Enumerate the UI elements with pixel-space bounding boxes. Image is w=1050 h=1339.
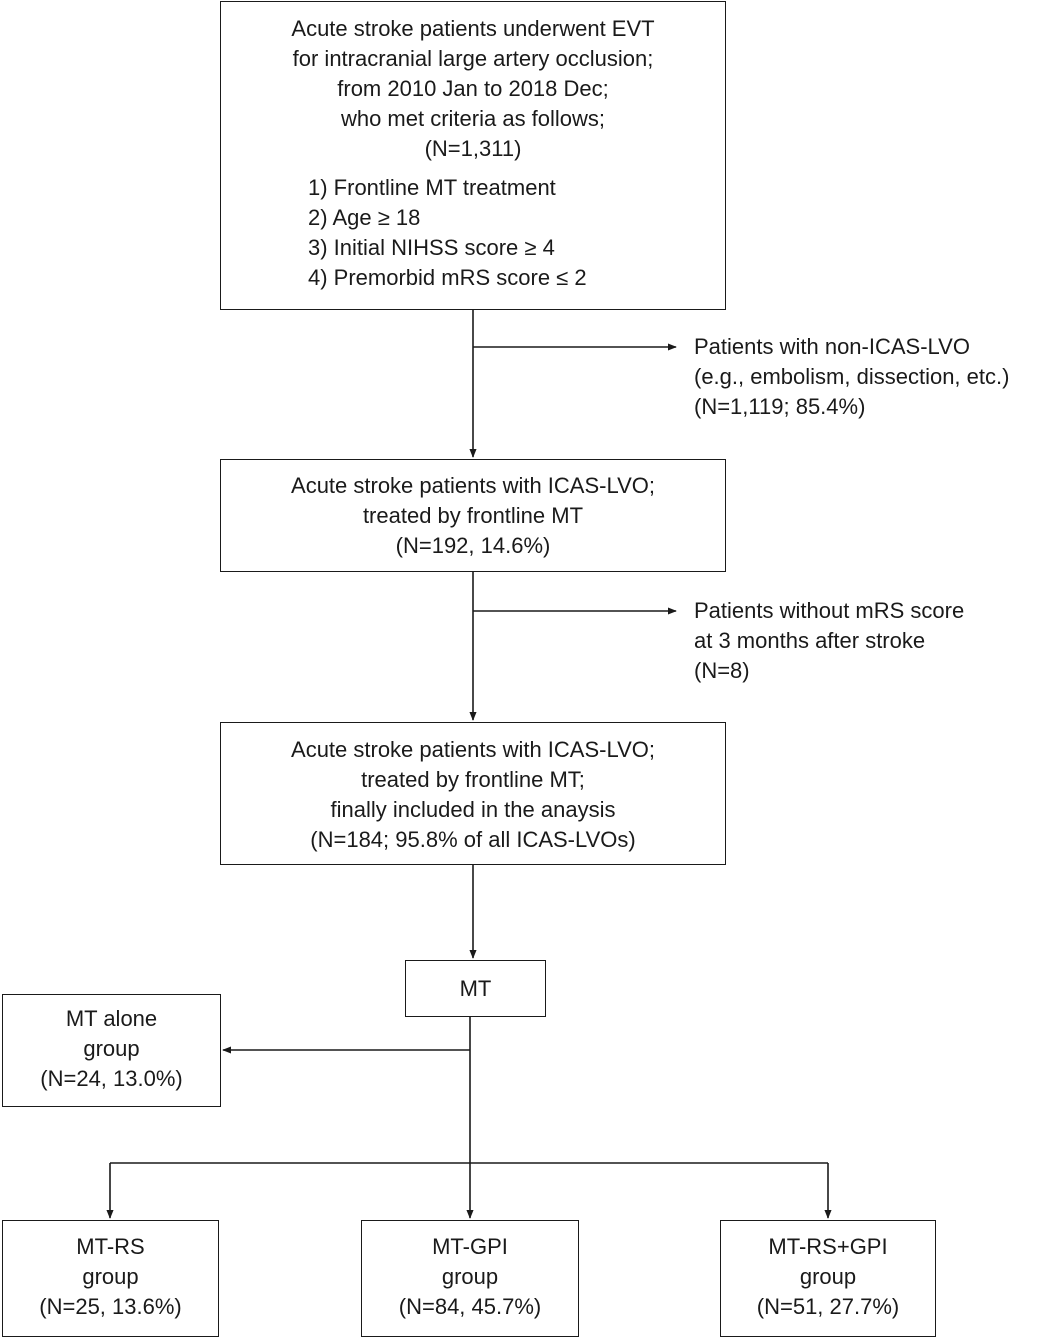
final-cohort-line: finally included in the anaysis	[330, 797, 616, 822]
mt-node-label: MT	[459, 976, 492, 1001]
initial-cohort-line: from 2010 Jan to 2018 Dec;	[337, 76, 609, 101]
inclusion-criterion: 4) Premorbid mRS score ≤ 2	[308, 265, 587, 290]
exclusion-note-no-mrs: Patients without mRS score at 3 months a…	[694, 596, 1044, 686]
group-name: MT-GPI	[432, 1234, 508, 1259]
group-count: (N=24, 13.0%)	[40, 1066, 183, 1091]
group-label: group	[441, 1264, 499, 1289]
final-cohort-line: treated by frontline MT;	[361, 767, 585, 792]
inclusion-criterion: 3) Initial NIHSS score ≥ 4	[308, 235, 555, 260]
group-count: (N=51, 27.7%)	[756, 1294, 900, 1319]
icas-cohort-line: Acute stroke patients with ICAS-LVO;	[291, 473, 655, 498]
group-count: (N=25, 13.6%)	[39, 1294, 182, 1319]
inclusion-criteria-list: 1) Frontline MT treatment 2) Age ≥ 18 3)…	[221, 173, 725, 293]
mt-gpi-group-box: MT-GPI group (N=84, 45.7%)	[361, 1220, 579, 1337]
inclusion-criterion: 2) Age ≥ 18	[308, 205, 421, 230]
exclusion-note-count: (N=8)	[694, 658, 750, 683]
icas-cohort-box: Acute stroke patients with ICAS-LVO; tre…	[220, 459, 726, 572]
final-cohort-count: (N=184; 95.8% of all ICAS-LVOs)	[310, 827, 636, 852]
icas-cohort-line: treated by frontline MT	[362, 503, 584, 528]
exclusion-note-line: (e.g., embolism, dissection, etc.)	[694, 364, 1010, 389]
exclusion-note-count: (N=1,119; 85.4%)	[694, 394, 866, 419]
icas-cohort-count: (N=192, 14.6%)	[395, 533, 551, 558]
group-name: MT-RS+GPI	[768, 1234, 888, 1259]
mt-alone-group-box: MT alone group (N=24, 13.0%)	[2, 994, 221, 1107]
group-name: MT-RS	[76, 1234, 145, 1259]
final-cohort-box: Acute stroke patients with ICAS-LVO; tre…	[220, 722, 726, 865]
mt-rs-gpi-group-box: MT-RS+GPI group (N=51, 27.7%)	[720, 1220, 936, 1337]
exclusion-note-line: Patients with non-ICAS-LVO	[694, 334, 970, 359]
exclusion-note-line: Patients without mRS score	[694, 598, 965, 623]
exclusion-note-line: at 3 months after stroke	[694, 628, 926, 653]
initial-cohort-line: for intracranial large artery occlusion;	[292, 46, 654, 71]
mt-node-box: MT	[405, 960, 546, 1017]
group-name: MT alone	[65, 1006, 158, 1031]
exclusion-note-non-icas: Patients with non-ICAS-LVO (e.g., emboli…	[694, 332, 1044, 422]
group-label: group	[799, 1264, 857, 1289]
initial-cohort-line: who met criteria as follows;	[340, 106, 606, 131]
group-label: group	[83, 1036, 140, 1061]
initial-cohort-box: Acute stroke patients underwent EVT for …	[220, 1, 726, 310]
initial-cohort-count: (N=1,311)	[424, 136, 522, 161]
final-cohort-line: Acute stroke patients with ICAS-LVO;	[291, 737, 655, 762]
group-label: group	[82, 1264, 139, 1289]
group-count: (N=84, 45.7%)	[398, 1294, 542, 1319]
inclusion-criterion: 1) Frontline MT treatment	[308, 175, 556, 200]
initial-cohort-line: Acute stroke patients underwent EVT	[291, 16, 655, 41]
mt-rs-group-box: MT-RS group (N=25, 13.6%)	[2, 1220, 219, 1337]
